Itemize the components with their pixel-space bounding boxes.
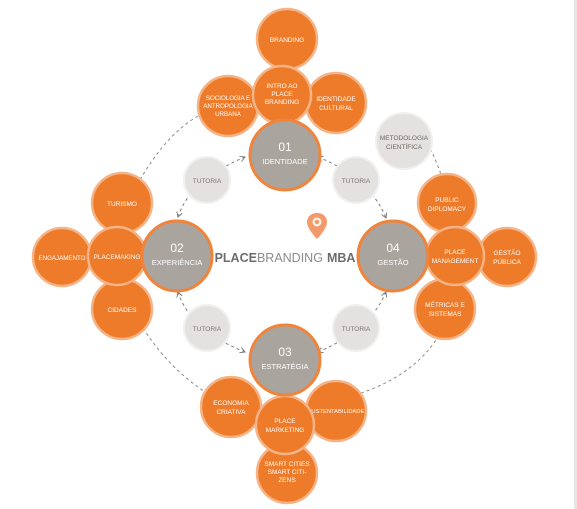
tutoria-label: TUTORIA (342, 326, 371, 333)
module-sustentabilidade: SUSTENTABILIDADE (304, 379, 368, 443)
core-number: 04 (386, 241, 400, 255)
core-node-identidade: 01 IDENTIDADE (248, 118, 322, 192)
module-cluster-right: PUBLIC DIPLOMACY GESTÃO PÚBLICA MÉTRICAS… (413, 172, 538, 341)
module-label: ECONOMIA (213, 400, 249, 407)
module-label: SOCIOLOGIA E (206, 95, 250, 102)
module-identidade-cultural: IDENTIDADE CULTURAL (304, 71, 368, 135)
metodologia-line-2: CIENTÍFICA (386, 142, 423, 151)
module-label: CIDADES (108, 307, 138, 314)
module-label: CULTURAL (319, 105, 353, 112)
module-intro-place-branding: INTRO AO PLACE BRANDING (251, 64, 313, 126)
module-label: SMART CITI- (268, 469, 307, 476)
core-label: EXPERIÊNCIA (152, 258, 202, 267)
right-edge-border (574, 0, 577, 509)
module-engajamento: ENGAJAMENTO (31, 226, 93, 288)
logo-part-mba: MBA (327, 251, 355, 265)
module-cluster-left: TURISMO ENGAJAMENTO CIDADES PLACEMAKING (31, 171, 154, 341)
module-label: SMART CITIES (264, 461, 310, 468)
module-cluster-top: BRANDING SOCIOLOGIA E ANTROPOLOGIA URBAN… (196, 7, 368, 138)
module-economia-criativa: ECONOMIA CRIATIVA (199, 375, 263, 439)
module-label: ZENS (278, 477, 296, 484)
core-number: 03 (278, 345, 292, 359)
arrow-experiencia-to-identidade (176, 155, 246, 218)
module-branding: BRANDING (255, 7, 319, 71)
ring-arc-bottom-right (354, 324, 446, 396)
module-label: SISTEMAS (429, 311, 463, 318)
core-node-estrategia: 03 ESTRATÉGIA (248, 323, 322, 397)
module-label: MANAGEMENT (432, 258, 479, 265)
module-label: MARKETING (266, 427, 305, 434)
module-gestao-publica: GESTÃO PÚBLICA (476, 226, 538, 288)
metodologia-line-1: METODOLOGIA (380, 135, 429, 142)
module-label: INTRO AO (266, 83, 297, 90)
module-label: CRIATIVA (216, 409, 246, 416)
place-branding-mba-logo: PLACEBRANDING MBA (215, 213, 356, 265)
module-placemaking: PLACEMAKING (86, 225, 148, 287)
location-pin-icon (307, 213, 327, 239)
outer-dashed-ring (136, 115, 446, 396)
module-label: ENGAJAMENTO (39, 255, 86, 262)
module-label: PLACE (444, 249, 466, 256)
tutoria-node: TUTORIA (183, 156, 231, 204)
module-label: PUBLIC (435, 197, 459, 204)
module-cluster-bottom: ECONOMIA CRIATIVA SUSTENTABILIDADE SMART… (199, 375, 368, 505)
ring-arc-top-left (136, 115, 199, 186)
core-label: GESTÃO (377, 258, 408, 267)
module-label: ANTROPOLOGIA (203, 103, 253, 110)
core-node-experiencia: 02 EXPERIÊNCIA (140, 219, 214, 293)
logo-part-branding: BRANDING (257, 251, 323, 265)
metodologia-cientifica-node: METODOLOGIA CIENTÍFICA (375, 112, 433, 170)
core-label: ESTRATÉGIA (262, 362, 309, 371)
tutoria-label: TUTORIA (193, 178, 222, 185)
module-public-diplomacy: PUBLIC DIPLOMACY (416, 172, 478, 234)
core-node-gestao: 04 GESTÃO (356, 219, 430, 293)
module-label: SUSTENTABILIDADE (308, 409, 365, 415)
module-place-management: PLACE MANAGEMENT (424, 225, 486, 287)
module-metricas-sistemas: MÉTRICAS E SISTEMAS (413, 277, 477, 341)
tutoria-nodes: TUTORIA TUTORIA TUTORIA TUTORIA (183, 156, 380, 352)
core-nodes: 01 IDENTIDADE 02 EXPERIÊNCIA 03 ESTRATÉG… (140, 118, 430, 397)
arrow-estrategia-to-experiencia (176, 291, 246, 354)
module-place-marketing: PLACE MARKETING (254, 394, 316, 456)
logo-text: PLACEBRANDING MBA (215, 251, 356, 265)
tutoria-node: TUTORIA (183, 304, 231, 352)
module-cidades: CIDADES (90, 277, 154, 341)
core-number: 02 (170, 241, 184, 255)
module-turismo: TURISMO (90, 171, 154, 235)
tutoria-node: TUTORIA (332, 304, 380, 352)
module-label: PLACE (271, 91, 293, 98)
core-number: 01 (278, 140, 292, 154)
module-label: URBANA (215, 111, 242, 118)
module-label: TURISMO (107, 201, 137, 208)
tutoria-label: TUTORIA (193, 326, 222, 333)
module-label: BRANDING (270, 37, 304, 44)
module-label: PLACEMAKING (94, 254, 141, 261)
ring-arc-bottom-left (139, 322, 206, 393)
logo-part-place: PLACE (215, 251, 257, 265)
module-label: GESTÃO (493, 248, 520, 257)
module-label: PÚBLICA (493, 257, 521, 266)
core-label: IDENTIDADE (262, 157, 307, 166)
module-label: DIPLOMACY (428, 206, 467, 213)
tutoria-label: TUTORIA (342, 178, 371, 185)
module-label: PLACE (274, 418, 296, 425)
tutoria-node: TUTORIA (332, 156, 380, 204)
module-sociologia-antropologia-urbana: SOCIOLOGIA E ANTROPOLOGIA URBANA (196, 74, 260, 138)
module-label: BRANDING (265, 99, 299, 106)
module-label: MÉTRICAS E (425, 300, 465, 309)
module-label: IDENTIDADE (316, 96, 356, 103)
